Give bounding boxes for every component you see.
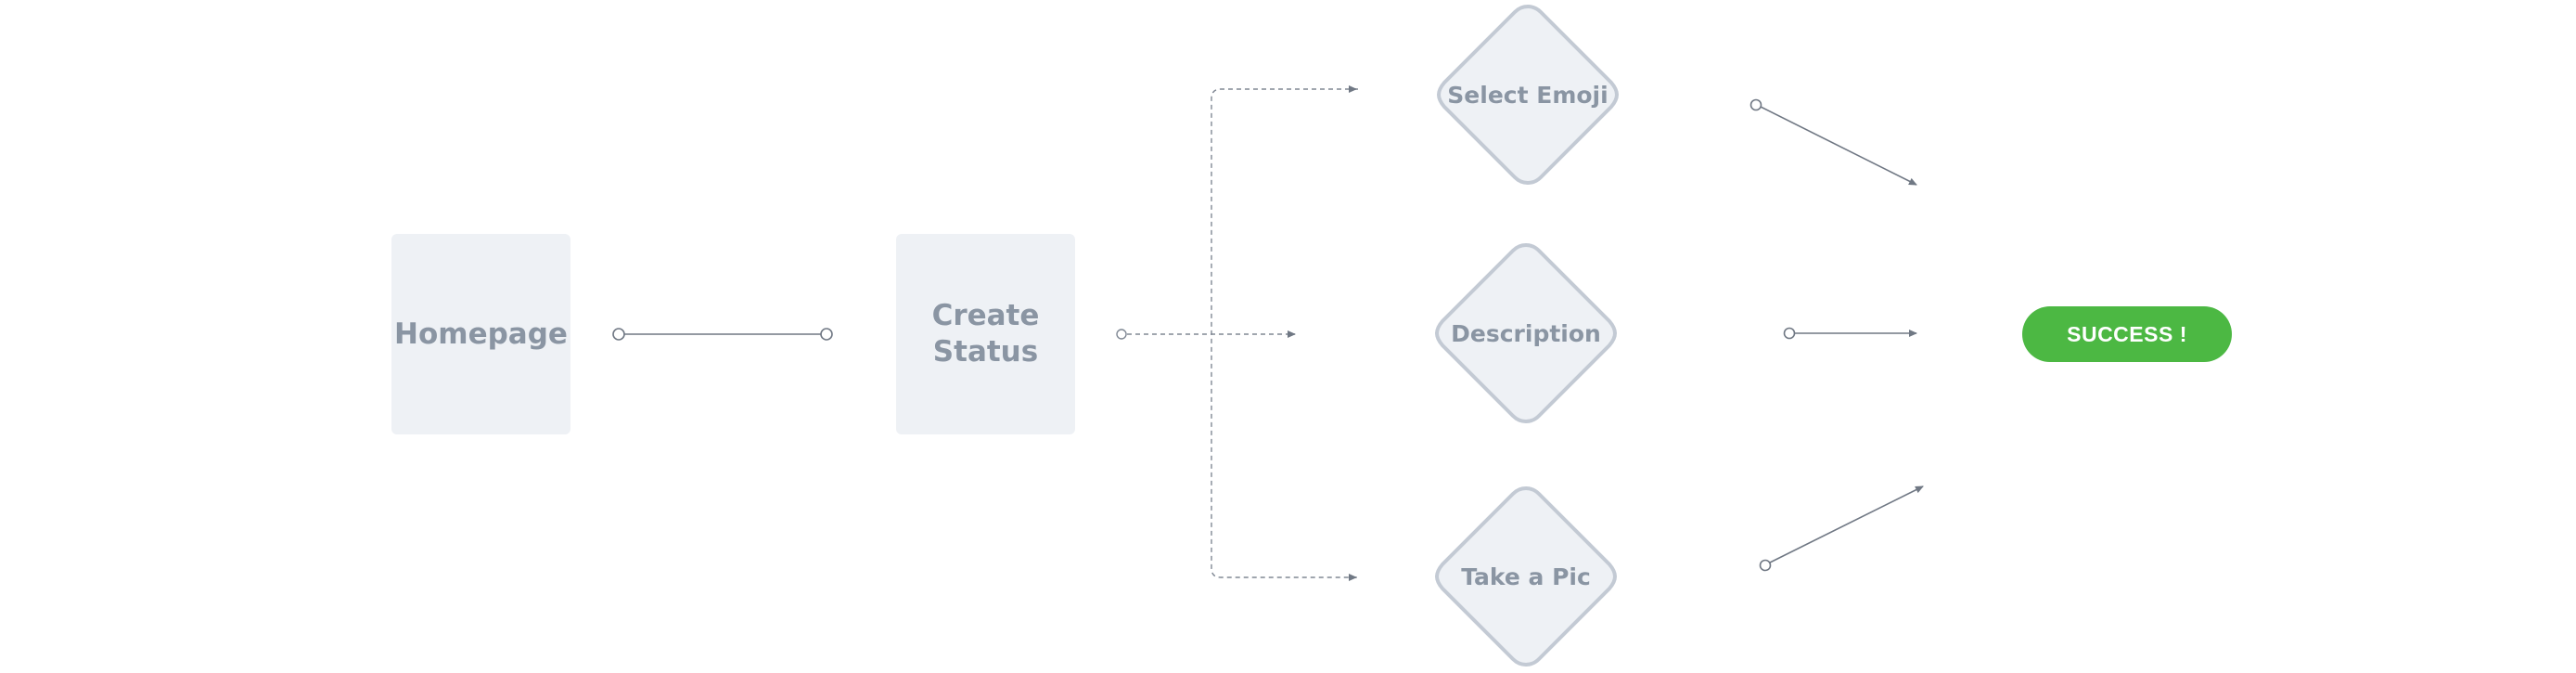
connector-create-branches xyxy=(1127,88,1358,578)
description-decision: Description xyxy=(1433,241,1619,425)
connector-pic-success xyxy=(1759,485,1924,572)
select-emoji-label: Select Emoji xyxy=(1447,81,1608,109)
connector-end-dot xyxy=(820,328,833,341)
success-badge: SUCCESS ! xyxy=(2022,306,2232,362)
take-a-pic-decision: Take a Pic xyxy=(1433,485,1619,668)
connector-emoji-success xyxy=(1749,98,1917,186)
select-emoji-decision: Select Emoji xyxy=(1435,3,1621,187)
create-status-label: Create Status xyxy=(931,299,1040,369)
success-label: SUCCESS ! xyxy=(2067,321,2187,346)
take-a-pic-label: Take a Pic xyxy=(1461,563,1591,590)
create-status-node: Create Status xyxy=(896,234,1075,434)
branch-top xyxy=(1211,88,1358,578)
homepage-label: Homepage xyxy=(394,317,568,351)
connector-homepage-create xyxy=(612,328,833,341)
branch-start-dot xyxy=(1116,329,1127,340)
branch-arrowheads xyxy=(1116,85,1357,581)
description-label: Description xyxy=(1451,319,1601,347)
connector-description-success xyxy=(1783,327,1917,340)
homepage-node: Homepage xyxy=(391,234,570,434)
connector-start-dot xyxy=(612,328,625,341)
